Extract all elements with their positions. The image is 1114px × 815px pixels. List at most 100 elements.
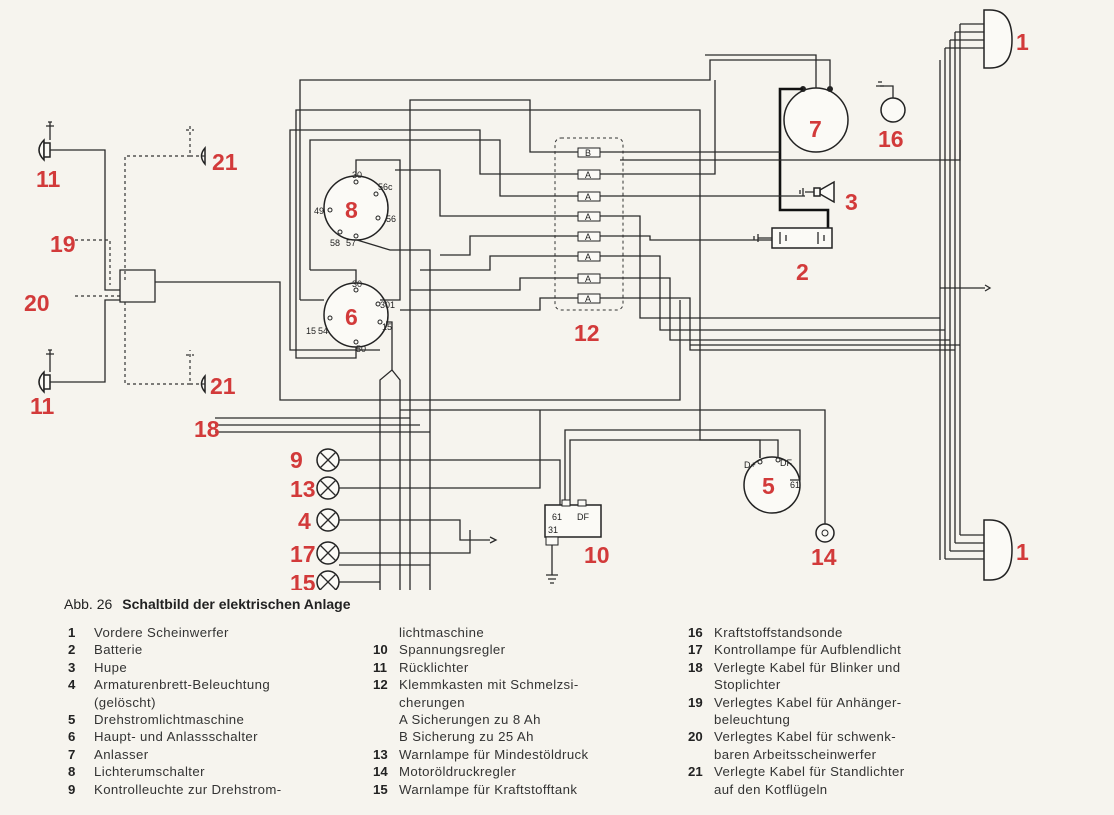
legend-item-number: 17 [688, 642, 703, 658]
legend-item-text: Armaturenbrett-Beleuchtung [94, 677, 271, 693]
side-light-top [186, 125, 206, 166]
legend-item-number: 1 [68, 625, 76, 640]
label-17: 17 [290, 541, 316, 567]
fuse-a-label: A [585, 170, 591, 180]
legend-item-number: 11 [373, 659, 387, 675]
fuse-a-5: A [577, 251, 601, 262]
legend-item-text: Warnlampe für Mindestöldruck [399, 746, 589, 762]
terminal-58: 58 [330, 238, 340, 248]
fuse-a-4: A [577, 231, 601, 242]
legend-item-text: Vordere Scheinwerfer [94, 625, 229, 640]
terminal-dplus: D+ [744, 460, 756, 470]
legend-item-number: 9 [68, 781, 76, 797]
legend-item-number: 5 [68, 712, 76, 728]
lamp-17 [316, 541, 340, 565]
label-5: 5 [762, 473, 775, 499]
legend-item-text: Verlegte Kabel für Standlichter [714, 764, 905, 780]
legend-item: 0A Sicherungen zu 8 Ah [373, 711, 589, 728]
legend-item: 0Stoplichter [688, 676, 905, 693]
label-9: 9 [290, 447, 303, 473]
legend-item-text: A Sicherungen zu 8 Ah [399, 712, 541, 728]
label-13: 13 [290, 476, 316, 502]
fuse-a-6: A [577, 273, 601, 284]
legend-item-number: 15 [373, 781, 388, 797]
wiring-diagram: B A A A A A A A 8 30 56c 49 56 58 57 [24, 9, 1029, 590]
terminal-df-reg: DF [577, 512, 589, 522]
legend-column-2: 0lichtmaschine10Spannungsregler11 Rücklic… [373, 624, 589, 798]
label-18: 18 [194, 416, 220, 442]
terminal-49: 49 [314, 206, 324, 216]
label-1-bottom: 1 [1016, 539, 1029, 565]
legend-item-text: Motoröldruckregler [399, 764, 517, 780]
fuse-b: B [577, 147, 601, 158]
terminal-15b: 15 [382, 322, 392, 332]
legend-item-number: 10 [373, 642, 388, 658]
legend-item-text: Rücklichter [399, 659, 469, 675]
lamp-9 [316, 448, 340, 472]
label-19: 19 [50, 231, 76, 257]
legend-item-text: cherungen [399, 694, 465, 710]
legend-item-text: auf den Kotflügeln [714, 781, 828, 797]
legend-item-number: 6 [68, 729, 76, 745]
legend-item-number: 21 [688, 764, 703, 780]
terminal-56: 56 [386, 214, 396, 224]
legend-item: 6 Haupt- und Anlassschalter [68, 728, 282, 745]
caption-title: Schaltbild der elektrischen Anlage [122, 596, 351, 612]
legend-item-text: Hupe [94, 659, 128, 675]
legend-item-number: 13 [373, 746, 388, 762]
light-switch: 8 30 56c 49 56 58 57 [314, 170, 396, 248]
legend-item: 21 Verlegte Kabel für Standlichter [688, 763, 905, 780]
terminal-15a: 15 [306, 326, 316, 336]
fuse-a-label: A [585, 212, 591, 222]
terminal-50: 50 [356, 344, 366, 354]
legend-item-text: Kontrollampe für Aufblendlicht [714, 642, 902, 658]
legend-item-text: Haupt- und Anlassschalter [94, 729, 258, 745]
legend-item: 13 Warnlampe für Mindestöldruck [373, 746, 589, 763]
fuse-a-label: A [585, 294, 591, 304]
fuse-a-7: A [577, 293, 601, 304]
legend-item: 0lichtmaschine [373, 624, 589, 641]
legend-item: 0cherungen [373, 694, 589, 711]
terminal-61-alt: 61 [790, 480, 800, 490]
label-21-top: 21 [212, 149, 238, 175]
terminal-57: 57 [346, 238, 356, 248]
label-14: 14 [811, 544, 837, 570]
fuse-a-label: A [585, 274, 591, 284]
warning-lamps [316, 448, 340, 590]
legend-column-3: 16 Kraftstoffstandsonde 17 Kontrollampe für… [688, 624, 905, 798]
ignition-switch: 6 30 301 15 54 15 50 [306, 279, 395, 354]
legend-item-text: B Sicherung zu 25 Ah [399, 729, 534, 745]
legend-item: 0baren Arbeitsscheinwerfer [688, 746, 905, 763]
label-7: 7 [809, 116, 822, 142]
legend-item-number: 4 [68, 677, 76, 693]
battery [753, 227, 833, 249]
legend-item: 17 Kontrollampe für Aufblendlicht [688, 641, 905, 658]
legend-item-number: 7 [68, 746, 76, 762]
label-12: 12 [574, 320, 600, 346]
legend-item-text: Stoplichter [714, 677, 781, 693]
label-11-top: 11 [36, 166, 61, 192]
legend-item: 11 Rücklichter [373, 659, 589, 676]
label-11-bottom: 11 [30, 393, 55, 419]
legend-item-number: 18 [688, 659, 703, 675]
alternator: 5 D+ DF 61 [743, 456, 801, 514]
legend-item-number: 16 [688, 625, 703, 640]
terminal-54: 54 [318, 326, 328, 336]
headlight-top [945, 9, 1013, 69]
terminal-30: 30 [352, 170, 362, 180]
legend-item-text: Kraftstoffstandsonde [714, 625, 843, 640]
oil-pressure-switch [400, 409, 835, 543]
headlight-bottom [945, 519, 1013, 581]
legend-item-number: 12 [373, 677, 388, 693]
terminal-31: 31 [548, 525, 558, 535]
legend-item-text: beleuchtung [714, 712, 791, 728]
label-3: 3 [845, 189, 858, 215]
